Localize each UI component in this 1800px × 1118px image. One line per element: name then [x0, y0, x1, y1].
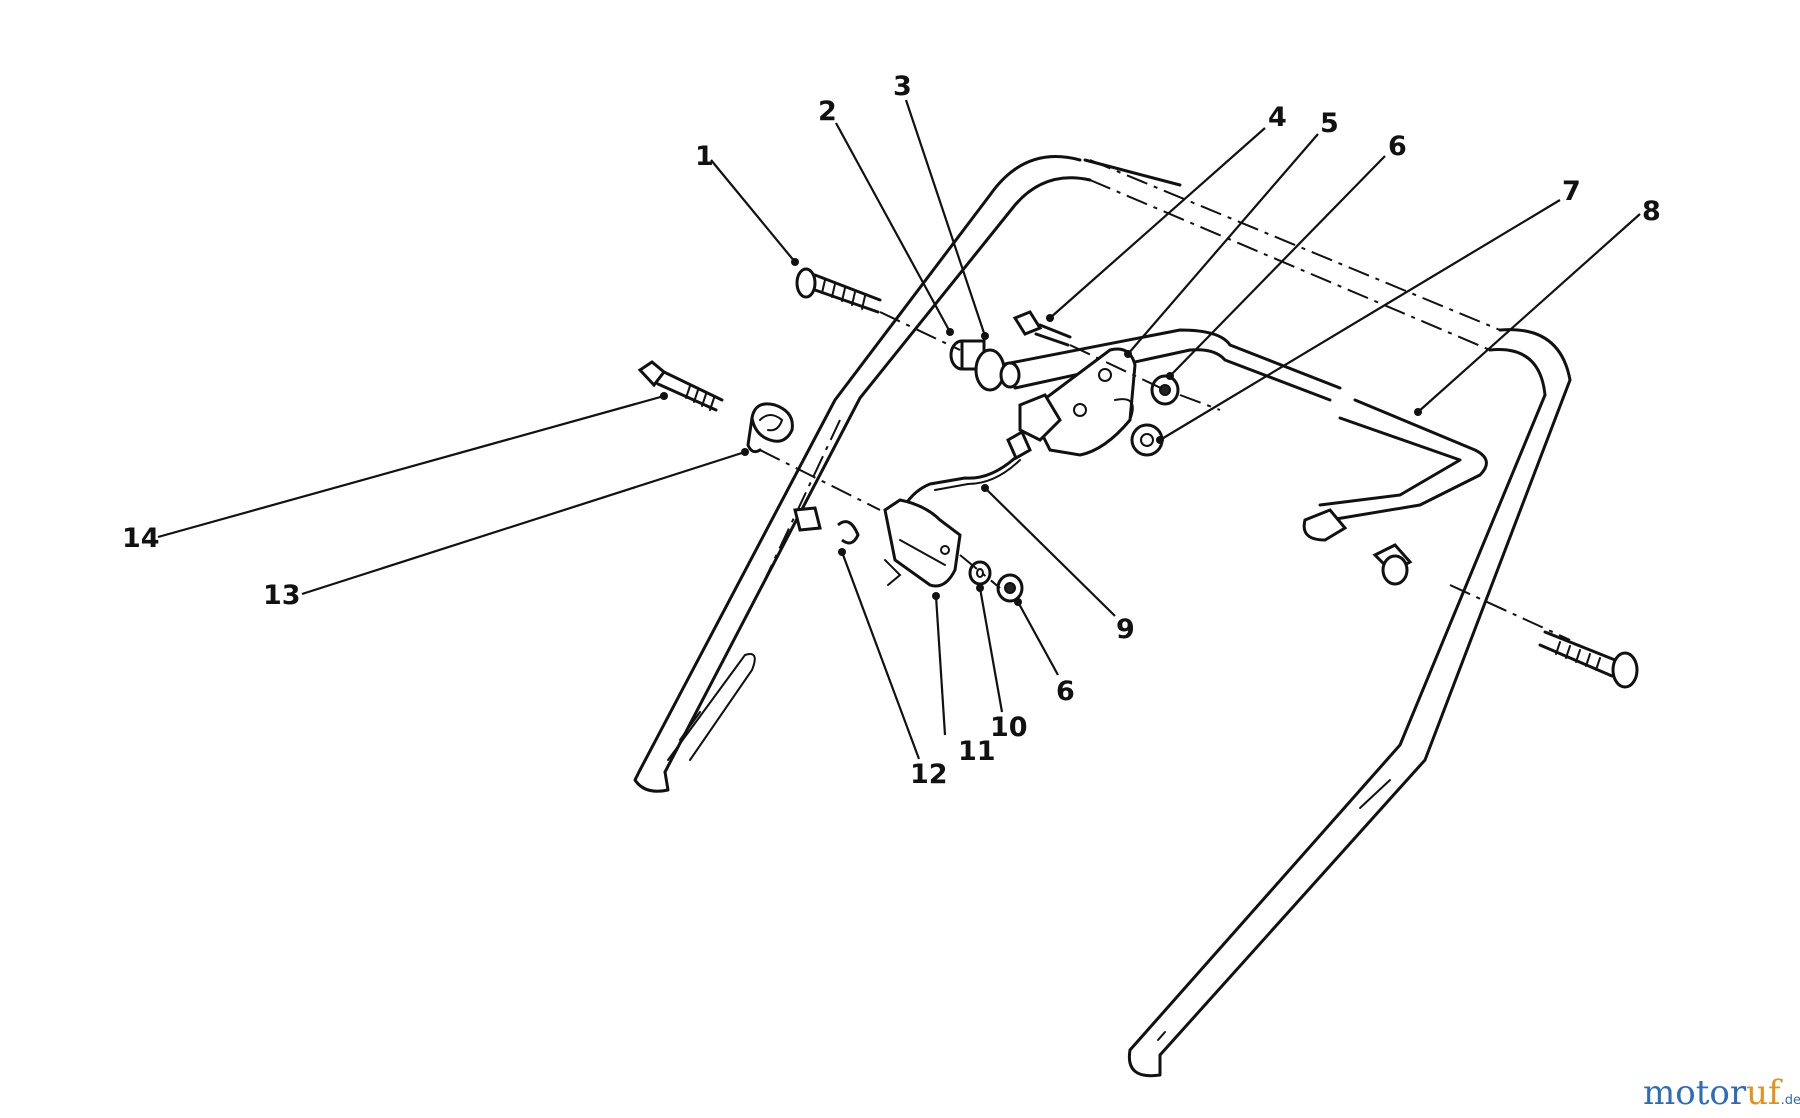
callout-6-lower: 6	[1056, 676, 1075, 707]
bracket-plate	[1028, 347, 1137, 457]
callout-4: 4	[1268, 102, 1287, 133]
callout-labels: 1 2 3 4 5 6 7 8 9 6 10 11 12 13 14	[122, 71, 1661, 790]
clip-12	[793, 506, 860, 545]
callout-10: 10	[990, 712, 1028, 743]
callout-13: 13	[263, 580, 301, 611]
callout-14: 14	[122, 523, 160, 554]
svg-text:motoruf.de: motoruf.de	[1643, 1073, 1800, 1113]
callout-3: 3	[893, 71, 912, 102]
cable-9	[898, 393, 1062, 522]
screw-right	[1538, 630, 1639, 689]
callout-dots	[660, 258, 1422, 606]
callout-9: 9	[1116, 614, 1135, 645]
cable-guide-13	[746, 402, 794, 454]
bushing-right	[1372, 543, 1413, 586]
control-bail	[998, 328, 1571, 641]
nut-6-lower	[996, 573, 1024, 603]
bushing-2-3	[949, 339, 1021, 392]
callout-2: 2	[818, 96, 837, 127]
callout-leaders	[157, 99, 1641, 760]
callout-8: 8	[1642, 196, 1661, 227]
callout-6-upper: 6	[1388, 131, 1407, 162]
screw-1	[795, 267, 882, 314]
callout-11: 11	[958, 736, 996, 767]
callout-5: 5	[1320, 108, 1339, 139]
nut-6-upper	[1150, 374, 1180, 406]
callout-12: 12	[910, 759, 948, 790]
switch-11	[883, 498, 962, 588]
handle-frame	[633, 155, 1572, 1078]
callout-1: 1	[695, 141, 714, 172]
bolt-4	[1012, 310, 1072, 347]
watermark-logo: motoruf.de	[1643, 1073, 1800, 1113]
callout-7: 7	[1562, 176, 1581, 207]
bolt-14	[637, 360, 724, 412]
